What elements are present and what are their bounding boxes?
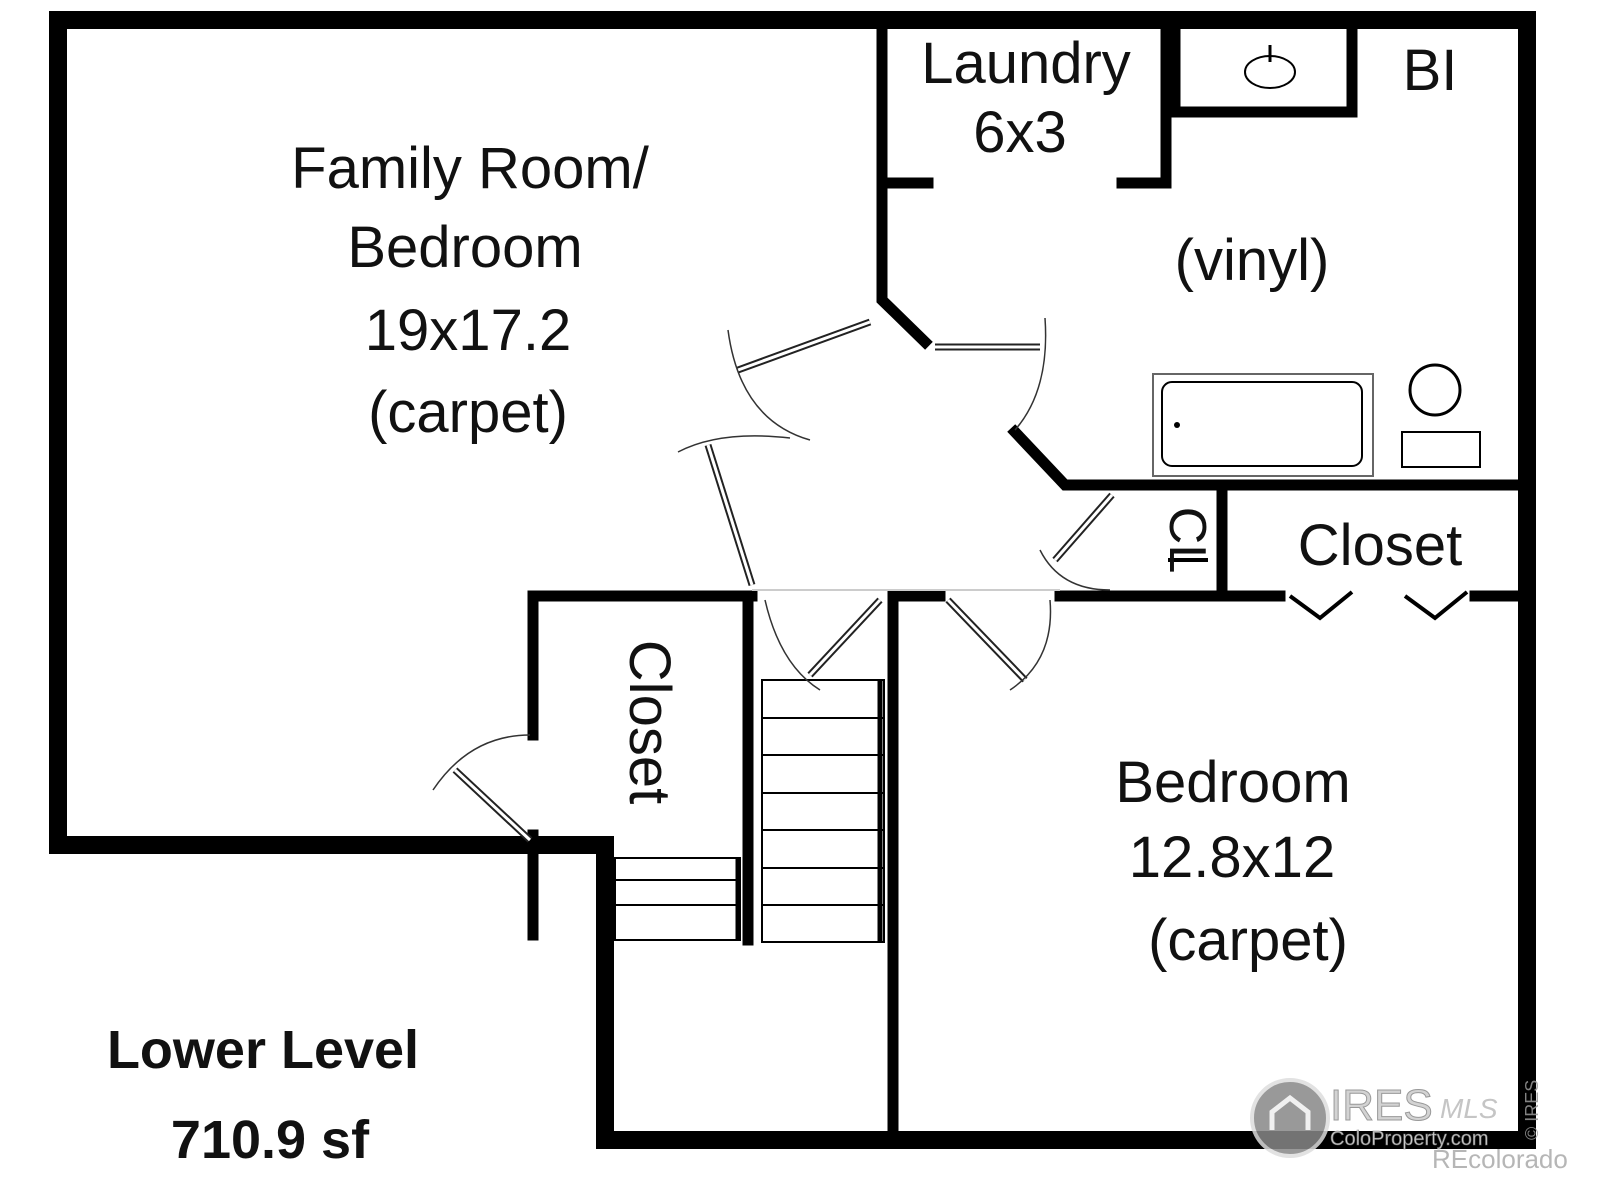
toilet-icon — [1401, 363, 1481, 468]
bedroom-size: 12.8x12 — [1129, 825, 1335, 890]
bath-label: BI — [1403, 38, 1458, 103]
bathtub-icon — [1152, 373, 1374, 477]
family-room-size: 19x17.2 — [365, 298, 571, 363]
svg-text:REcolorado: REcolorado — [1432, 1144, 1568, 1174]
closet-right-label: Closet — [1298, 513, 1462, 578]
family-room-label: Family Room/ — [291, 136, 650, 201]
level-area: 710.9 sf — [171, 1110, 370, 1170]
svg-text:MLS: MLS — [1440, 1093, 1498, 1124]
family-room-floor: (carpet) — [368, 380, 568, 445]
svg-text:IRES: IRES — [1330, 1081, 1433, 1130]
stairs — [614, 679, 885, 943]
fixtures — [1152, 45, 1481, 477]
closet-hall-label: Closet — [617, 640, 682, 804]
laundry-label: Laundry — [921, 31, 1131, 96]
svg-text:© IRES: © IRES — [1522, 1080, 1542, 1140]
bedroom-label: Bedroom — [1115, 750, 1350, 815]
labels: Family Room/ Bedroom 19x17.2 (carpet) La… — [107, 31, 1462, 1170]
laundry-size: 6x3 — [973, 100, 1067, 165]
cl-label: CL — [1158, 507, 1216, 573]
level-name: Lower Level — [107, 1020, 419, 1080]
bath-floor: (vinyl) — [1175, 228, 1330, 293]
doors — [432, 317, 1115, 843]
bedroom-floor: (carpet) — [1148, 908, 1348, 973]
walls — [49, 11, 1536, 1149]
watermark-logo: IRES MLS ColoProperty.com © IRES REcolor… — [1250, 1078, 1568, 1174]
svg-text:ColoProperty.com: ColoProperty.com — [1330, 1128, 1489, 1150]
family-room-label-2: Bedroom — [347, 215, 582, 280]
